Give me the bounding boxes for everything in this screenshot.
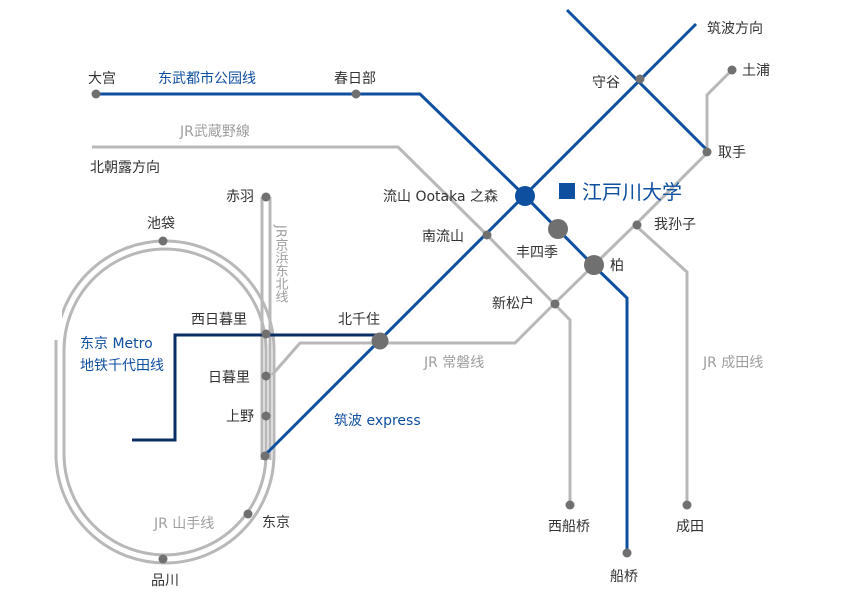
label-shin-matsudo: 新松户 [492, 295, 534, 312]
station-dot-icon [158, 236, 168, 246]
label-jr-yamanote-line: JR 山手线 [153, 516, 214, 532]
label-jr-joban-line: JR 常磐线 [423, 355, 484, 371]
station-dot-icon [91, 89, 101, 99]
jr-narita-line [633, 223, 689, 505]
station-dot-icon [702, 147, 712, 157]
label-minami-nagareyama: 南流山 [422, 229, 464, 245]
label-nagareyama-otakanomori: 流山 Ootaka 之森 [383, 189, 498, 205]
label-kashiwa: 柏 [610, 258, 624, 274]
label-nishi-funabashi: 西船桥 [548, 519, 590, 535]
label-tokyo: 东京 [262, 515, 290, 531]
nagareyama-otakanomori-station-icon [515, 186, 535, 206]
label-kita-senju: 北千住 [338, 312, 380, 328]
station-dot-icon [261, 329, 271, 339]
label-ueno: 上野 [226, 409, 254, 425]
station-dot-icon [261, 192, 271, 202]
kita-senju-station-icon [371, 332, 389, 350]
label-tsukuba-express-line: 筑波 express [334, 413, 421, 429]
label-jr-musashino-line: JR武蔵野線 [179, 124, 250, 140]
label-edogawa-university: 江戸川大学 [582, 180, 682, 204]
jr-yamanote-line [48, 239, 276, 565]
label-jr-keihin-tohoku-line: JR京浜东北线 [273, 224, 289, 303]
label-tokyo-metro-line-2: 地铁千代田线 [80, 358, 164, 374]
station-dot-icon [565, 500, 575, 510]
station-dot-icon [632, 220, 642, 230]
station-dot-icon [635, 74, 645, 84]
toyoshiki-station-icon [548, 219, 568, 239]
tsukuba-express-line [263, 22, 698, 457]
station-dot-icon [243, 509, 253, 519]
label-funabashi: 船桥 [610, 569, 638, 585]
kashiwa-station-icon [584, 255, 604, 275]
label-akabane: 赤羽 [226, 189, 254, 205]
station-dot-icon [682, 500, 692, 510]
label-tokyo-metro-line-1: 东京 Metro [80, 336, 153, 352]
label-toyoshiki: 丰四季 [516, 245, 558, 261]
label-kasukabe: 春日部 [334, 71, 376, 87]
station-dot-icon [351, 89, 361, 99]
label-tobu-urban-park-line: 东武都市公园线 [158, 70, 256, 87]
station-dot-icon [158, 554, 168, 564]
label-jr-narita-line: JR 成田线 [702, 355, 763, 371]
label-omiya: 大宫 [88, 71, 116, 87]
label-tsukuba-direction: 筑波方向 [707, 21, 763, 37]
station-dot-icon [261, 411, 271, 421]
label-moriya: 守谷 [592, 75, 620, 91]
station-dot-icon [261, 371, 271, 381]
label-nishi-nippori: 西日暮里 [191, 312, 247, 328]
station-dot-icon [727, 65, 737, 75]
tokyo-metro-chiyoda-line [132, 333, 380, 442]
label-kita-asaka-direction: 北朝露方向 [90, 160, 160, 176]
station-dot-icon [622, 548, 632, 558]
label-ikebukuro: 池袋 [147, 216, 175, 232]
label-tsuchiura: 土浦 [742, 63, 770, 79]
label-abikoshi: 我孙子 [654, 217, 696, 233]
filled-square-icon [559, 183, 575, 199]
station-dot-icon [550, 299, 560, 309]
label-toride: 取手 [718, 145, 746, 161]
station-dots [91, 65, 737, 564]
label-narita: 成田 [676, 519, 704, 535]
jr-musashino-line [92, 145, 572, 505]
station-dot-icon [482, 230, 492, 240]
label-nippori: 日暮里 [208, 370, 250, 386]
label-shinagawa: 品川 [151, 573, 179, 589]
station-dot-icon [260, 451, 270, 461]
